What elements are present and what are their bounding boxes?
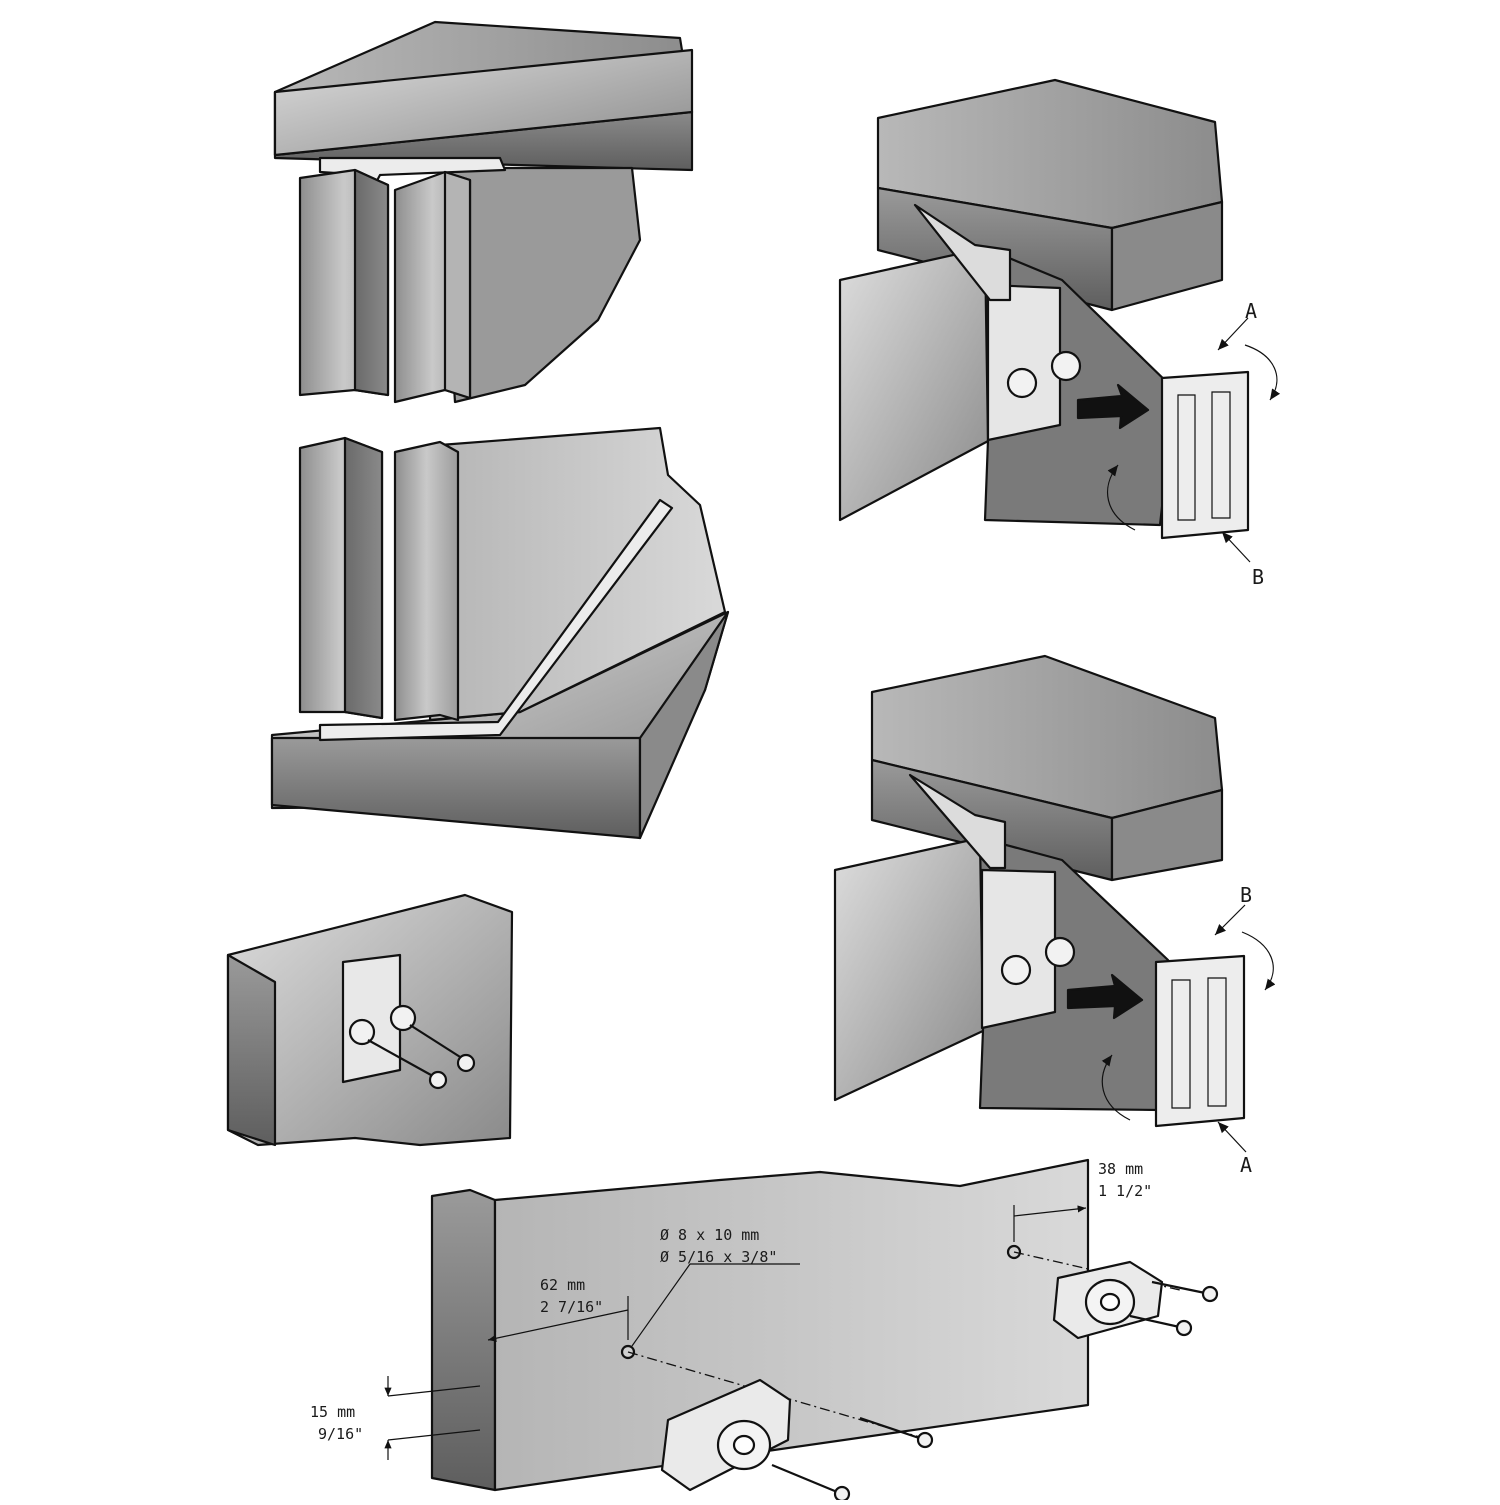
bottom-track-assembly: [270, 426, 730, 840]
dim-height-in: 9/16": [318, 1425, 363, 1443]
top-track-assembly: [273, 20, 694, 404]
plate-screw-detail: [226, 893, 514, 1147]
label-b-top: B: [1240, 883, 1252, 907]
dim-height-mm: 15 mm: [310, 1403, 355, 1421]
label-b-bottom: B: [1252, 565, 1264, 589]
dim-hole-mm: Ø 8 x 10 mm: [660, 1226, 759, 1244]
dim-hole-in: Ø 5/16 x 3/8": [660, 1248, 777, 1266]
dim-side-in: 2 7/16": [540, 1298, 603, 1316]
clip-assembly-lower: B A: [833, 654, 1276, 1177]
dim-edge-mm: 38 mm: [1098, 1160, 1143, 1178]
clip-assembly-upper: A B: [838, 78, 1281, 589]
label-a-bottom: A: [1240, 1153, 1252, 1177]
dim-side-mm: 62 mm: [540, 1276, 585, 1294]
roller-panel-detail: 38 mm 1 1/2" Ø 8 x 10 mm Ø 5/16 x 3/8" 6…: [310, 1158, 1219, 1503]
label-a-top: A: [1245, 299, 1257, 323]
dim-edge-in: 1 1/2": [1098, 1182, 1152, 1200]
